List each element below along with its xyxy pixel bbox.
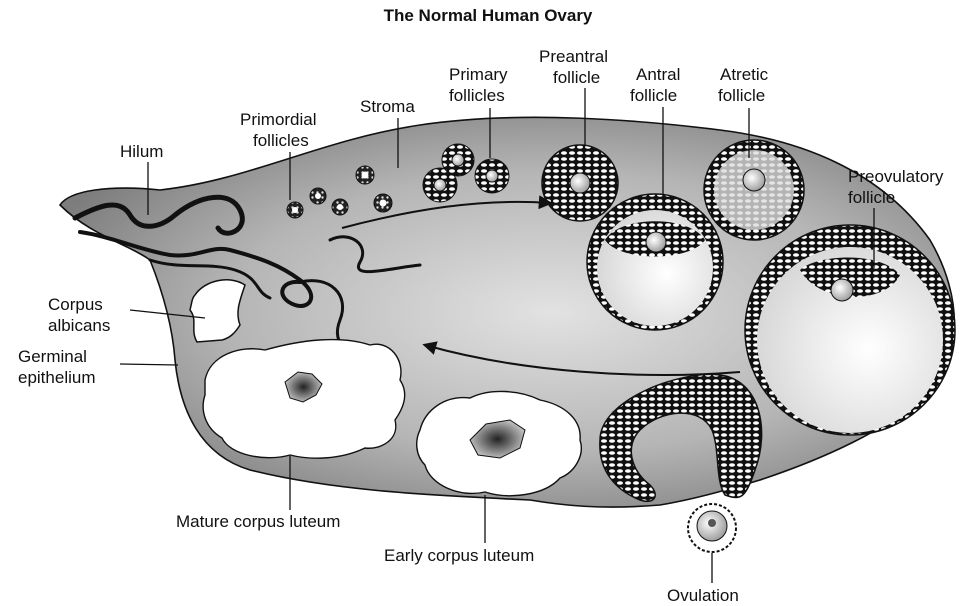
ovulated-oocyte bbox=[688, 504, 736, 552]
label-germinal-line1: Germinal bbox=[18, 347, 87, 366]
label-atretic-line2: follicle bbox=[718, 86, 765, 105]
label-germinal-line2: epithelium bbox=[18, 368, 96, 387]
label-primordial-line2: follicles bbox=[253, 131, 309, 150]
label-atretic-line1: Atretic bbox=[720, 65, 769, 84]
mature-corpus-luteum bbox=[203, 340, 405, 459]
label-antral-line2: follicle bbox=[630, 86, 677, 105]
preantral-follicle bbox=[542, 145, 618, 221]
antral-follicle bbox=[587, 194, 723, 330]
label-primary-line2: follicles bbox=[449, 86, 505, 105]
atretic-follicle bbox=[704, 140, 804, 240]
label-primordial-line1: Primordial bbox=[240, 110, 317, 129]
label-stroma: Stroma bbox=[360, 97, 415, 116]
label-corpus-albicans-line2: albicans bbox=[48, 316, 110, 335]
label-hilum: Hilum bbox=[120, 142, 163, 161]
label-early-corpus-luteum: Early corpus luteum bbox=[384, 546, 534, 565]
label-ovulation: Ovulation bbox=[667, 586, 739, 605]
label-preantral-line2: follicle bbox=[553, 68, 600, 87]
preovulatory-follicle bbox=[745, 225, 955, 435]
label-preovulatory-line2: follicle bbox=[848, 188, 895, 207]
label-mature-corpus-luteum: Mature corpus luteum bbox=[176, 512, 340, 531]
label-preovulatory-line1: Preovulatory bbox=[848, 167, 944, 186]
label-corpus-albicans-line1: Corpus bbox=[48, 295, 103, 314]
early-corpus-luteum bbox=[417, 391, 582, 495]
label-antral-line1: Antral bbox=[636, 65, 680, 84]
label-preantral-line1: Preantral bbox=[539, 47, 608, 66]
label-primary-line1: Primary bbox=[449, 65, 508, 84]
